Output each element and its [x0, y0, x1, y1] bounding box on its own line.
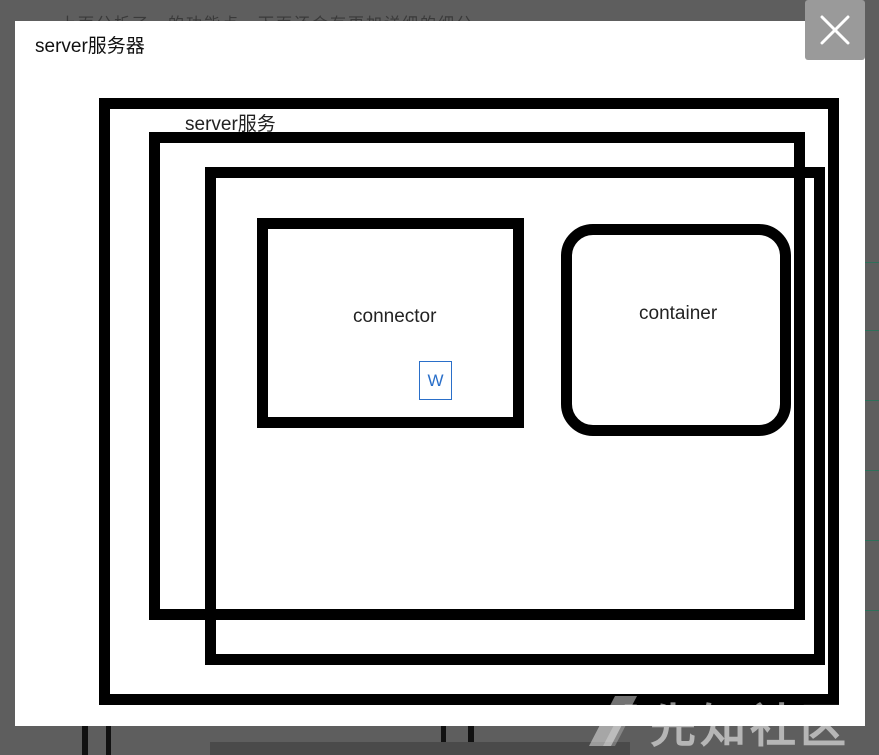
background-divider [863, 330, 879, 331]
service-label: server服务 [185, 114, 276, 135]
connector-box [257, 218, 524, 428]
engine-box [205, 167, 825, 665]
background-divider [863, 540, 879, 541]
background-divider [863, 470, 879, 471]
diagram-title: server服务器 [35, 36, 145, 57]
close-button[interactable] [805, 0, 865, 60]
close-icon [820, 15, 850, 45]
server-box [99, 98, 839, 705]
service-box [149, 132, 805, 620]
container-box [561, 224, 791, 436]
background-divider [863, 262, 879, 263]
w-badge: W [419, 361, 452, 400]
background-divider [863, 610, 879, 611]
container-label: container [639, 303, 718, 324]
background-scrollbar [210, 742, 630, 755]
background-divider [863, 400, 879, 401]
watermark-text: 先知社区 [650, 700, 850, 752]
connector-label: connector [353, 306, 437, 327]
image-preview-modal: server服务器 server服务 connector W container [15, 21, 865, 726]
watermark-logo-icon [589, 696, 637, 746]
